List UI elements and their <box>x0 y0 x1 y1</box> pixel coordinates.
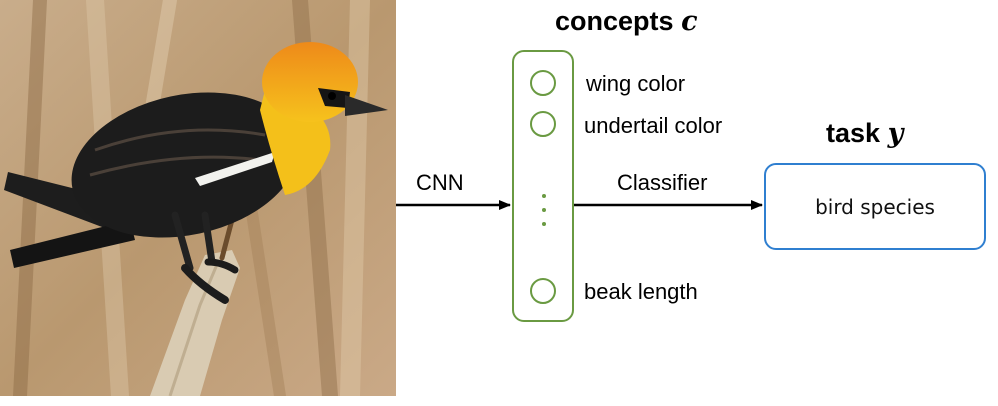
concepts-title: concepts c <box>555 6 698 37</box>
task-variable: y <box>887 118 904 149</box>
concept-label-undertail-color: undertail color <box>584 113 723 138</box>
concept-layer-box <box>512 50 574 322</box>
ellipsis-dots <box>542 194 546 236</box>
classifier-label: Classifier <box>617 170 708 195</box>
bird-image <box>0 0 396 396</box>
task-output-label: bird species <box>815 194 935 219</box>
concept-node-undertail-color <box>530 111 556 137</box>
concepts-title-text: concepts <box>555 6 674 36</box>
concept-label-wing-color: wing color <box>586 71 686 96</box>
concept-node-wing-color <box>530 70 556 96</box>
task-output-box: bird species <box>764 163 986 250</box>
concept-label-beak-length: beak length <box>584 279 698 304</box>
task-title-text: task <box>826 118 881 148</box>
concept-node-beak-length <box>530 278 556 304</box>
concepts-variable: c <box>681 6 698 37</box>
task-title: task y <box>826 118 903 149</box>
bird-photo <box>0 0 396 396</box>
cnn-label: CNN <box>416 170 464 195</box>
